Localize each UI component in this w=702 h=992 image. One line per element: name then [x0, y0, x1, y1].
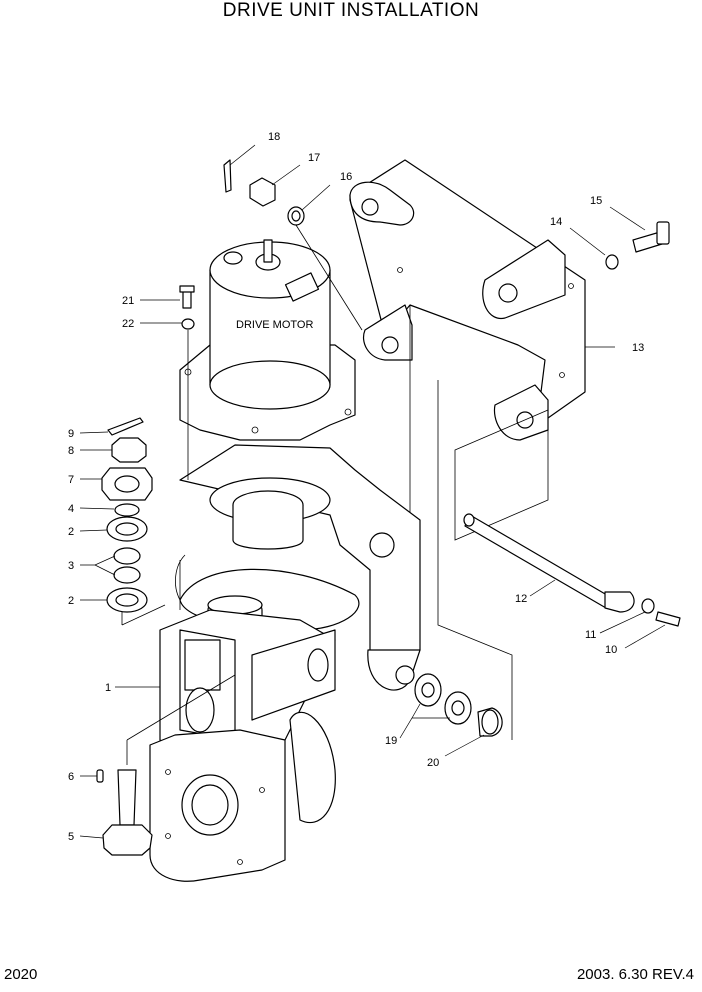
callout-1: 1	[105, 682, 111, 694]
callout-12: 12	[515, 593, 527, 605]
callout-19: 19	[385, 735, 397, 747]
callout-18: 18	[268, 131, 280, 143]
gearbox-housing	[149, 444, 421, 882]
callout-10: 10	[605, 644, 617, 656]
small-parts-top	[179, 159, 305, 330]
callout-8: 8	[68, 445, 74, 457]
callout-22: 22	[122, 318, 134, 330]
callout-16: 16	[340, 171, 352, 183]
callout-5: 5	[68, 831, 74, 843]
callout-17: 17	[308, 152, 320, 164]
small-parts-right	[414, 221, 681, 737]
mounting-bracket	[349, 159, 586, 740]
callout-9: 9	[68, 428, 74, 440]
callout-11: 11	[585, 629, 596, 641]
callout-4: 4	[68, 503, 74, 515]
callout-21: 21	[122, 295, 134, 307]
callout-7: 7	[68, 474, 74, 486]
callout-2a: 2	[68, 526, 74, 538]
leader-lines	[79, 144, 666, 839]
callout-3: 3	[68, 560, 74, 572]
callout-numbers: 1 2 2 3 4 5 6 7 8 9 10 11 12 13 14 15 16…	[68, 131, 644, 843]
callout-13: 13	[632, 342, 644, 354]
page-number: 2020	[4, 966, 38, 983]
small-parts-left	[96, 417, 153, 856]
callout-14: 14	[550, 216, 562, 228]
callout-20: 20	[427, 757, 439, 769]
drive-motor: DRIVE MOTOR	[179, 239, 356, 441]
revision-date: 2003. 6.30 REV.4	[576, 966, 694, 983]
callout-2b: 2	[68, 595, 74, 607]
page-title: DRIVE UNIT INSTALLATION	[222, 0, 480, 21]
callout-6: 6	[68, 771, 74, 783]
callout-15: 15	[590, 195, 602, 207]
motor-label: DRIVE MOTOR	[236, 319, 313, 331]
